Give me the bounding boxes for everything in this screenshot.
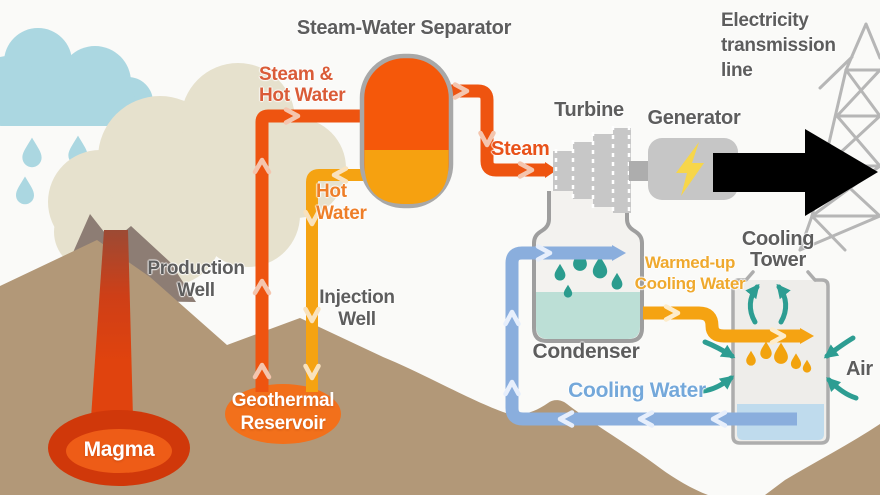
cooling-water-pipe	[505, 246, 797, 426]
flow-chevrons-orange	[303, 166, 349, 381]
electricity-arrow-icon	[713, 129, 878, 216]
flow-chevrons-blue	[503, 244, 728, 428]
label-geothermal-reservoir: Geothermal Reservoir	[231, 390, 335, 434]
label-steam-hot-water: Steam & Hot Water	[259, 64, 346, 106]
label-generator: Generator	[647, 107, 741, 129]
label-electricity-transmission-line: Electricity transmission line	[721, 10, 836, 81]
warmed-water-pipe	[643, 306, 802, 343]
label-production-well: Production Well	[147, 258, 245, 301]
rain-cloud-icon	[0, 28, 153, 127]
label-warmed-up-cooling-water: Warmed-up Cooling Water	[634, 253, 746, 293]
label-cooling-water: Cooling Water	[568, 379, 706, 402]
separator-hot-water-fill	[364, 150, 449, 204]
lightning-bolt-icon	[676, 142, 704, 196]
flow-chevrons-red	[252, 82, 535, 380]
label-air: Air	[846, 358, 873, 380]
label-turbine: Turbine	[554, 99, 624, 121]
condenser-water	[536, 292, 640, 339]
label-magma: Magma	[83, 438, 155, 461]
label-hot-water: Hot Water	[316, 181, 367, 224]
geothermal-reservoir	[225, 384, 341, 444]
steam-pipe-arrowhead	[545, 162, 557, 178]
label-separator: Steam-Water Separator	[296, 17, 512, 39]
warmed-pipe-arrowhead	[800, 328, 814, 344]
cooling-pipe-arrowhead	[612, 245, 626, 261]
turbine-blade-lines	[554, 126, 631, 215]
label-condenser: Condenser	[532, 340, 640, 363]
injection-well-pipe	[306, 169, 363, 392]
production-well-pipe	[255, 109, 363, 392]
turbine	[553, 128, 631, 213]
magma-conduit	[91, 230, 133, 418]
air-flow-arrows-icon	[700, 283, 859, 401]
generator-shaft	[629, 161, 651, 181]
label-steam: Steam	[491, 138, 550, 160]
cooling-tower-rim-ticks	[744, 270, 817, 282]
flow-chevrons-warmed	[663, 304, 787, 345]
label-injection-well: Injection Well	[319, 287, 395, 330]
right-hill	[765, 424, 880, 495]
label-cooling-tower: Cooling Tower	[741, 228, 815, 271]
magma-chamber	[48, 410, 190, 486]
steam-pipe	[448, 84, 547, 177]
steam-cloud	[48, 63, 346, 286]
